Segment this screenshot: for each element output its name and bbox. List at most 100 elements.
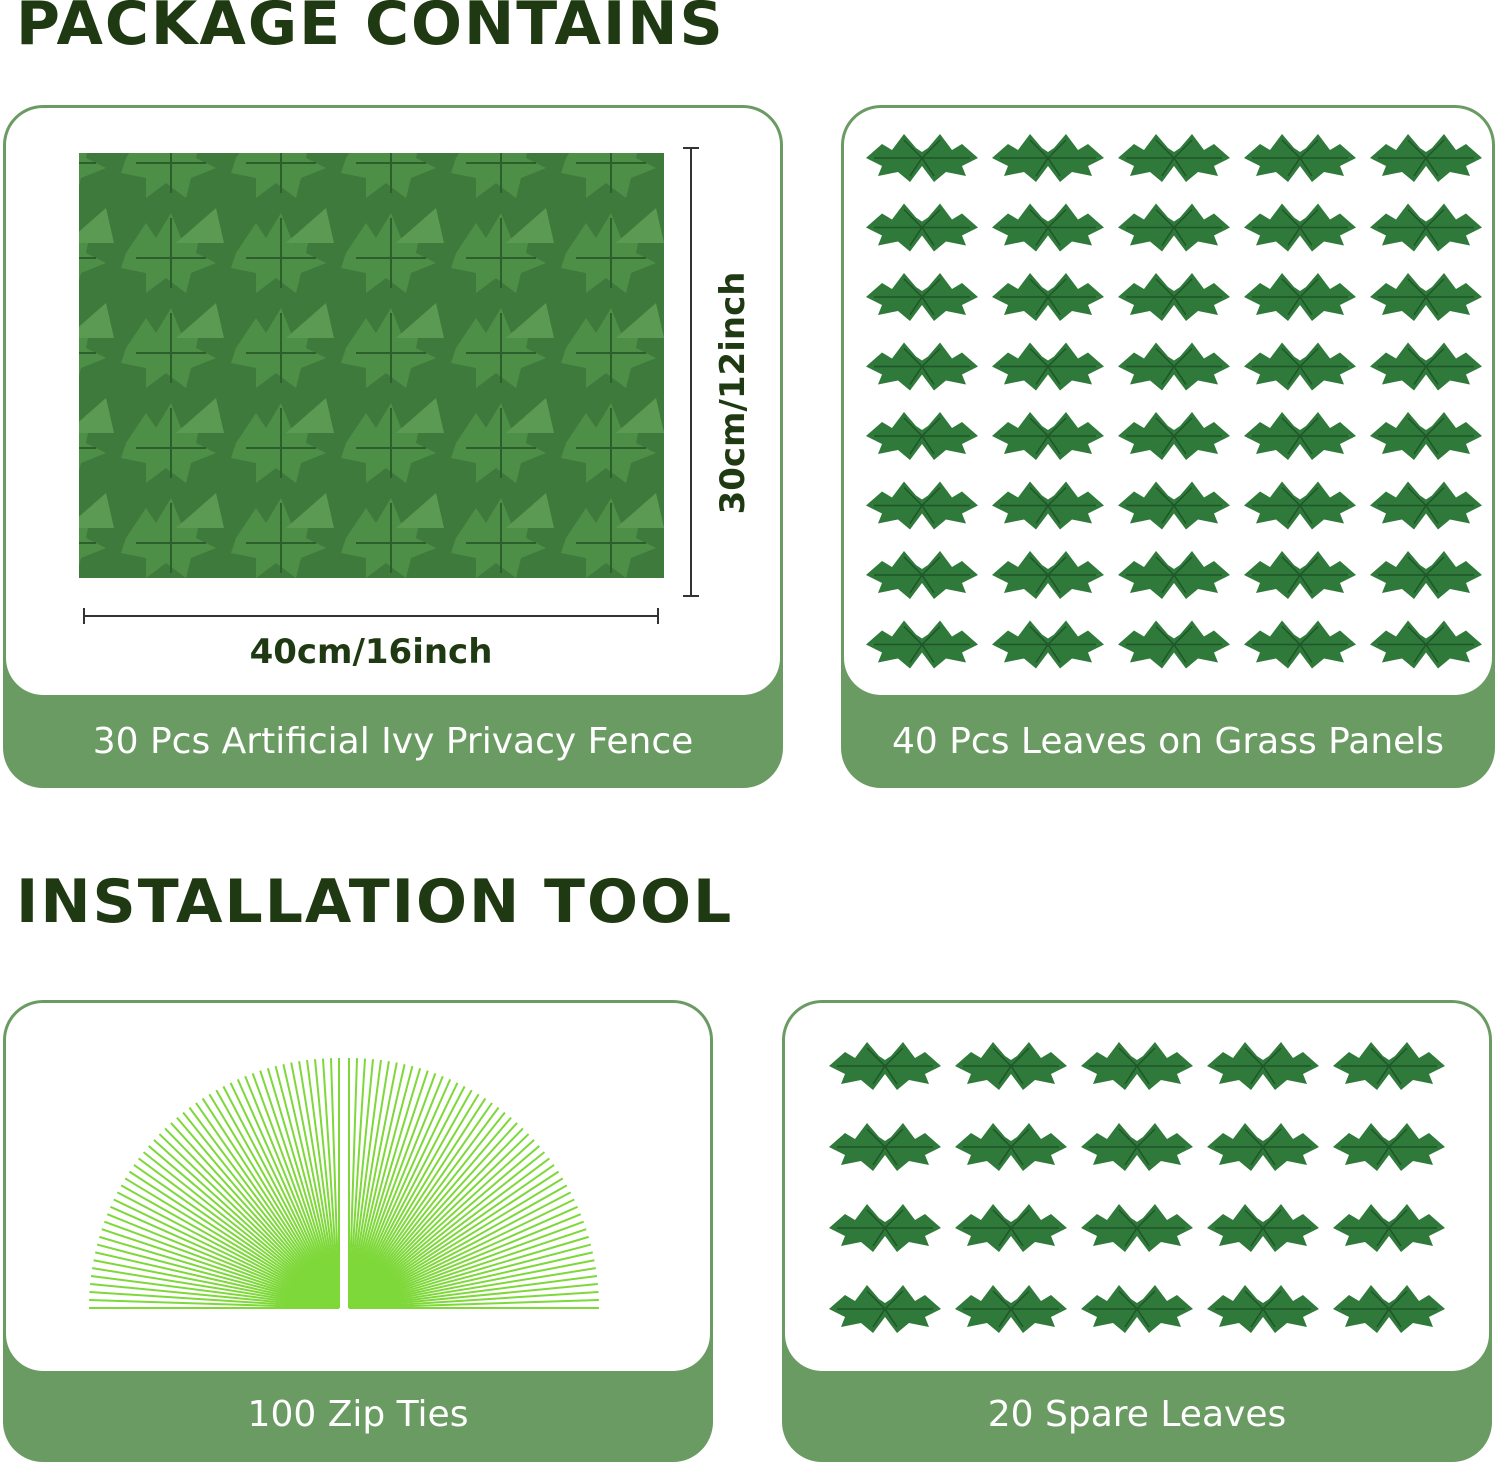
leaf-icon: [866, 551, 978, 599]
zip-tie: [348, 1093, 480, 1309]
zip-tie: [222, 1085, 340, 1309]
zip-tie: [201, 1097, 340, 1309]
zip-tie: [348, 1251, 593, 1309]
zip-tie: [348, 1102, 493, 1309]
zip-tie: [348, 1133, 530, 1309]
leaf-icon: [866, 203, 978, 252]
leaf-icon: [992, 342, 1104, 391]
height-dimension-label: 30cm/12inch: [713, 272, 753, 515]
zip-tie: [348, 1082, 459, 1309]
zip-tie: [348, 1127, 524, 1309]
leaf-icon: [1118, 203, 1230, 252]
leaf-icon: [955, 1042, 1067, 1090]
zip-tie: [348, 1107, 500, 1309]
zip-tie: [348, 1073, 437, 1309]
zip-tie: [142, 1151, 340, 1309]
zip-tie: [348, 1089, 473, 1309]
leaf-icon: [829, 1123, 941, 1171]
leaf-icon: [992, 620, 1104, 669]
zip-tie: [348, 1058, 367, 1309]
zip-tie: [348, 1235, 589, 1309]
spare-leaves-card-image-area: [785, 1003, 1489, 1371]
zip-tie: [101, 1228, 340, 1309]
zip-tie: [348, 1085, 466, 1309]
package-contains-heading: PACKAGE CONTAINS: [16, 0, 725, 59]
leaf-icon: [1118, 620, 1230, 669]
zip-tie: [348, 1275, 598, 1309]
zip-tie: [348, 1062, 398, 1309]
leaf-icon: [1244, 273, 1356, 321]
leaf-icon: [1118, 342, 1230, 391]
zip-tie: [313, 1059, 340, 1309]
leaves-card-label: 40 Pcs Leaves on Grass Panels: [891, 721, 1445, 762]
zip-tie: [244, 1075, 340, 1309]
zip-tie: [348, 1111, 506, 1309]
zip-tie: [176, 1116, 340, 1309]
zip-tie: [215, 1089, 340, 1309]
leaf-icon: [1244, 412, 1356, 460]
zip-tie: [90, 1275, 340, 1309]
ivy-fence-panel-image: 40cm/16inch 30cm/12inch: [79, 147, 753, 672]
zip-tie: [348, 1290, 599, 1309]
zip-tie: [348, 1059, 375, 1309]
zip-tie: [188, 1107, 340, 1309]
zip-tie: [348, 1220, 584, 1309]
zip-tie: [348, 1065, 414, 1309]
zip-tie: [147, 1145, 340, 1309]
leaf-icon: [1370, 481, 1482, 530]
leaf-icon: [1207, 1123, 1319, 1171]
leaf-icon: [866, 620, 978, 669]
fence-card: 40cm/16inch 30cm/12inch 30 Pcs Artificia…: [3, 105, 783, 788]
installation-tool-heading: INSTALLATION TOOL: [16, 867, 734, 937]
zip-tie: [104, 1220, 340, 1309]
leaf-icon: [1370, 551, 1482, 599]
leaf-icon: [866, 342, 978, 391]
zip-tie: [348, 1061, 390, 1309]
leaf-icon: [1207, 1285, 1319, 1333]
leaf-icon: [866, 412, 978, 460]
zip-tie: [182, 1111, 340, 1309]
leaf-icon: [992, 412, 1104, 460]
zip-ties-card: 100 Zip Ties: [3, 1000, 713, 1462]
zip-tie: [348, 1282, 598, 1309]
zip-tie: [348, 1151, 546, 1309]
zip-tie: [208, 1093, 340, 1309]
ivy-panel: [79, 153, 664, 578]
zip-tie: [195, 1102, 340, 1309]
zip-tie: [348, 1198, 575, 1309]
zip-tie: [348, 1075, 444, 1309]
zip-ties-card-image-area: [6, 1003, 710, 1371]
zip-tie: [128, 1170, 340, 1309]
leaf-icon: [1244, 342, 1356, 391]
leaf-icon: [1370, 342, 1482, 391]
leaf-icon: [829, 1285, 941, 1333]
zip-tie: [113, 1198, 340, 1309]
zip-tie: [348, 1157, 550, 1309]
zip-tie: [138, 1157, 340, 1309]
leaf-icon: [829, 1204, 941, 1252]
fence-card-image-area: 40cm/16inch 30cm/12inch: [6, 108, 780, 695]
leaf-icon: [1081, 1123, 1193, 1171]
zip-tie: [133, 1164, 340, 1309]
leaf-icon: [955, 1123, 1067, 1171]
leaf-icon: [1370, 620, 1482, 669]
zip-tie: [109, 1205, 340, 1309]
zip-tie: [89, 1290, 340, 1309]
zip-tie: [153, 1139, 340, 1309]
leaf-icon: [1333, 1285, 1445, 1333]
zip-tie: [348, 1070, 429, 1309]
leaf-icon: [1207, 1042, 1319, 1090]
leaf-icon: [1244, 620, 1356, 669]
leaf-icon: [1370, 134, 1482, 182]
zip-tie: [290, 1062, 340, 1309]
zip-tie: [92, 1267, 340, 1309]
zip-tie: [348, 1243, 592, 1309]
leaf-icon: [992, 551, 1104, 599]
zip-tie: [348, 1097, 487, 1309]
leaves-card: 40 Pcs Leaves on Grass Panels: [841, 105, 1495, 788]
zip-tie: [93, 1259, 340, 1309]
zip-tie: [348, 1064, 406, 1309]
leaf-icon: [1118, 273, 1230, 321]
zip-tie: [348, 1205, 579, 1309]
leaf-icon: [1207, 1204, 1319, 1252]
